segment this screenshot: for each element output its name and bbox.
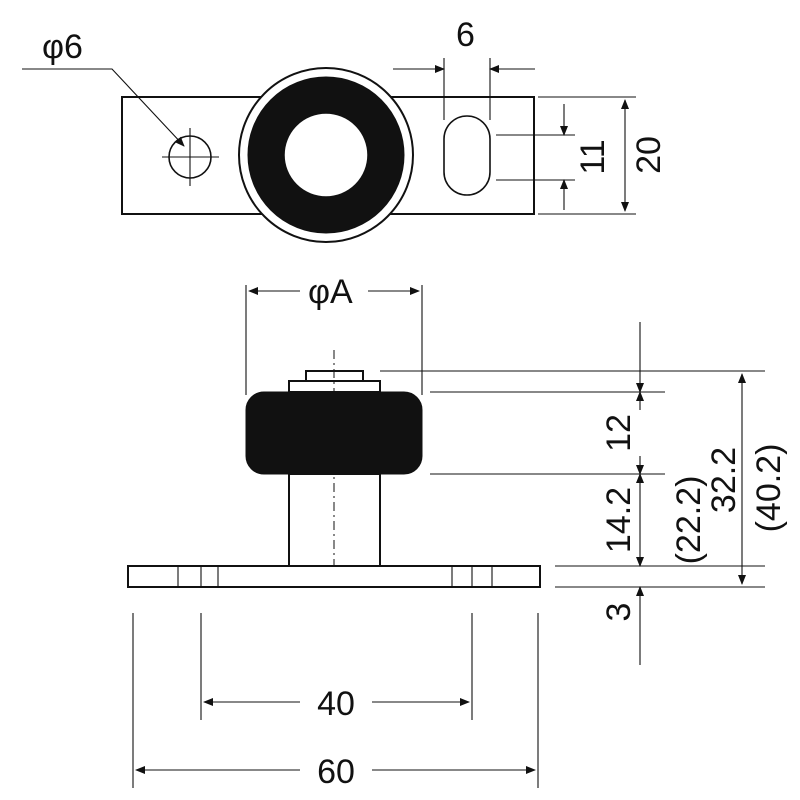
wheel-height-label: 12 — [600, 414, 638, 452]
top-view: φ6 6 11 20 — [22, 16, 668, 243]
hole-dia-label: φ6 — [42, 28, 83, 66]
top-wheel-hub — [283, 112, 369, 198]
mounting-slot — [443, 115, 491, 196]
plate-height-label: 20 — [630, 136, 668, 174]
slot-length-label: 11 — [574, 139, 612, 174]
height-small-paren-label: (22.2) — [670, 476, 708, 565]
slot-width-label: 6 — [456, 16, 475, 54]
height-large-paren-label: (40.2) — [750, 444, 788, 533]
side-view: φA 12 14.2 3 (22.2) 32.2 (40.2) 40 60 — [127, 273, 788, 791]
shaft-height-label: 14.2 — [600, 487, 638, 553]
wheel-dia-label: φA — [308, 273, 353, 311]
plate-length-label: 60 — [317, 753, 355, 791]
base-thickness-label: 3 — [600, 603, 638, 622]
height-small-label: 32.2 — [705, 447, 743, 513]
hole-pitch-label: 40 — [317, 685, 355, 723]
base-plate — [127, 565, 541, 588]
